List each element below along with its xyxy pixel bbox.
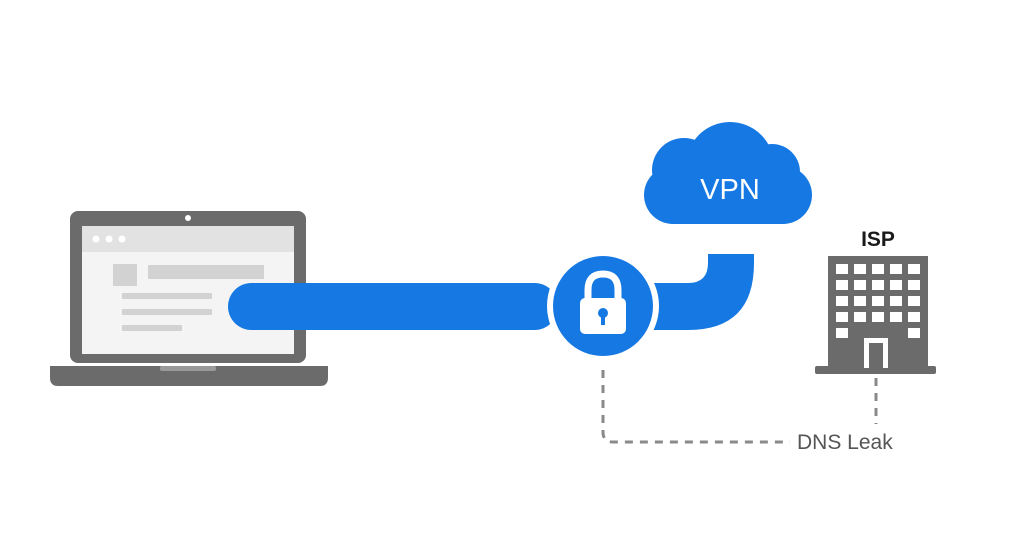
browser-toolbar xyxy=(82,226,294,252)
building-door-inner xyxy=(869,343,883,368)
dns-leak-label: DNS Leak xyxy=(797,431,893,454)
building-window xyxy=(872,296,884,306)
dns-leak-path xyxy=(601,370,790,444)
laptop-icon xyxy=(50,211,328,386)
building-windows xyxy=(836,264,920,338)
isp-label: ISP xyxy=(861,228,895,251)
building-window xyxy=(836,296,848,306)
vpn-tunnel-left xyxy=(228,283,558,330)
building-window xyxy=(872,280,884,290)
building-window xyxy=(890,264,902,274)
keyhole-slot xyxy=(601,313,605,325)
vpn-tunnel-right-elbow xyxy=(650,254,754,330)
building-window xyxy=(854,312,866,322)
content-thumbnail xyxy=(113,264,137,286)
window-dot-1 xyxy=(92,235,100,243)
building-window xyxy=(908,328,920,338)
padlock-icon xyxy=(584,270,622,300)
building-window xyxy=(908,296,920,306)
building-window xyxy=(890,312,902,322)
building-window xyxy=(854,264,866,274)
content-line-2 xyxy=(122,309,212,315)
building-window xyxy=(836,328,848,338)
building-window xyxy=(908,312,920,322)
content-line-1 xyxy=(122,293,212,299)
content-line-3 xyxy=(122,325,182,331)
laptop-camera xyxy=(185,215,191,221)
window-dot-2 xyxy=(105,235,113,243)
building-window xyxy=(890,296,902,306)
building-window xyxy=(890,280,902,290)
lock-node xyxy=(547,250,659,362)
laptop-notch xyxy=(160,366,216,371)
building-window xyxy=(908,280,920,290)
building-window xyxy=(854,296,866,306)
cloud-puff-right xyxy=(744,144,800,200)
building-window xyxy=(854,280,866,290)
window-dot-3 xyxy=(118,235,126,243)
building-window xyxy=(836,312,848,322)
building-window xyxy=(836,280,848,290)
building-window xyxy=(908,264,920,274)
laptop-base xyxy=(50,366,328,386)
building-base xyxy=(815,366,936,374)
isp-building-icon: ISP xyxy=(815,228,936,374)
content-title-bar xyxy=(148,265,264,279)
vpn-label: VPN xyxy=(700,174,760,206)
building-window xyxy=(872,264,884,274)
building-window xyxy=(836,264,848,274)
vpn-cloud-icon: VPN xyxy=(644,122,812,224)
building-window xyxy=(872,312,884,322)
